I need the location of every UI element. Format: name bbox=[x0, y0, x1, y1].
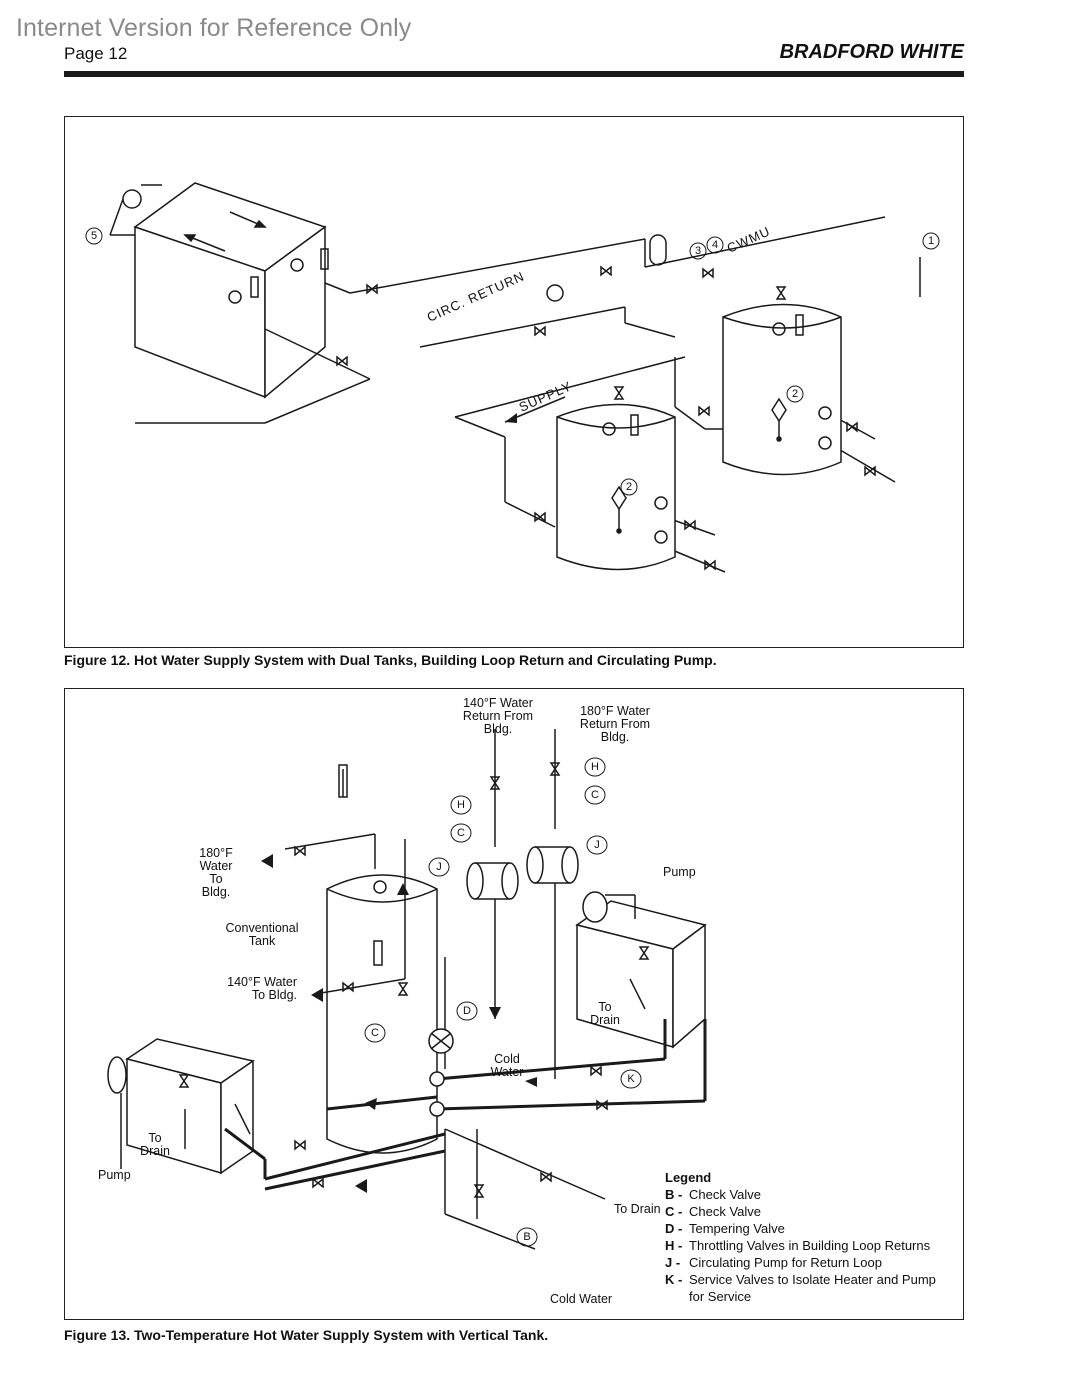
legend-title: Legend bbox=[665, 1170, 712, 1185]
callout-5: 5 bbox=[90, 230, 98, 242]
thin-piping bbox=[120, 729, 606, 1250]
legend-item: H -Throttling Valves in Building Loop Re… bbox=[665, 1238, 931, 1253]
legend-item: B -Check Valve bbox=[665, 1187, 762, 1202]
callout-J-left: J bbox=[436, 861, 442, 873]
callout-2-right: 2 bbox=[791, 388, 799, 400]
legend-block: Legend B -Check Valve C -Check Valve D -… bbox=[665, 1169, 936, 1305]
figure-12-diagram: CIRC. RETURN SUPPLY CWMU 5 3 4 1 2 2 bbox=[64, 116, 964, 648]
fig12-valves bbox=[336, 234, 876, 571]
letter-callouts bbox=[364, 757, 642, 1247]
callout-1: 1 bbox=[927, 235, 935, 247]
legend-continuation: for Service bbox=[689, 1289, 752, 1304]
brand-name: BRADFORD WHITE bbox=[779, 41, 964, 63]
fig12-piping bbox=[135, 216, 921, 573]
legend-item: J -Circulating Pump for Return Loop bbox=[665, 1255, 882, 1270]
fig13-valves bbox=[178, 762, 650, 1198]
watermark-text: Internet Version for Reference Only bbox=[16, 14, 412, 42]
legend-item: C -Check Valve bbox=[665, 1204, 762, 1219]
callout-4: 4 bbox=[711, 239, 719, 251]
callout-B: B bbox=[523, 1231, 531, 1243]
callout-H-left: H bbox=[457, 799, 465, 811]
callout-C-left: C bbox=[457, 827, 465, 839]
conventional-tank bbox=[326, 874, 438, 1154]
to-drain-left-label: To Drain bbox=[140, 1131, 170, 1158]
boiler-pump bbox=[109, 184, 162, 236]
pump-label-left: Pump bbox=[98, 1168, 131, 1182]
to-bldg-140-label: 140°F Water To Bldg. bbox=[227, 975, 297, 1002]
boiler-unit bbox=[133, 182, 329, 399]
return-140-label: 140°F Water Return From Bldg. bbox=[462, 696, 534, 736]
callout-J-right: J bbox=[594, 839, 600, 851]
callout-markers bbox=[85, 227, 940, 496]
callout-C-tank: C bbox=[371, 1027, 379, 1039]
callout-3: 3 bbox=[694, 245, 702, 257]
callout-K: K bbox=[627, 1073, 635, 1085]
figure-13-caption: Figure 13. Two-Temperature Hot Water Sup… bbox=[64, 1327, 549, 1343]
header-rule bbox=[64, 71, 964, 77]
cold-water-center-label: Cold Water bbox=[490, 1052, 524, 1079]
thick-piping bbox=[224, 1019, 707, 1191]
to-drain-inline-label: To Drain bbox=[614, 1202, 661, 1216]
to-bldg-180-label: 180°F Water To Bldg. bbox=[199, 846, 233, 899]
figure-12-drawing bbox=[85, 182, 940, 573]
legend-item: K -Service Valves to Isolate Heater and … bbox=[665, 1272, 936, 1287]
return-pumps bbox=[466, 846, 579, 900]
callout-2-left: 2 bbox=[625, 481, 633, 493]
callout-C-right: C bbox=[591, 789, 599, 801]
cold-water-bottom-label: Cold Water bbox=[550, 1292, 613, 1306]
water-tank-right bbox=[722, 303, 842, 476]
water-tank-left bbox=[556, 403, 676, 571]
flow-arrows bbox=[261, 854, 537, 1193]
conventional-tank-label: Conventional Tank bbox=[225, 921, 299, 948]
pump-label-right: Pump bbox=[663, 865, 696, 879]
to-drain-right-label: To Drain bbox=[590, 1000, 620, 1027]
figure-13-drawing bbox=[107, 729, 707, 1250]
page-number: Page 12 bbox=[64, 44, 128, 63]
right-boiler bbox=[575, 891, 707, 1049]
figure-12-caption: Figure 12. Hot Water Supply System with … bbox=[64, 652, 717, 668]
callout-H-right: H bbox=[591, 761, 599, 773]
figure-13-diagram: 140°F Water Return From Bldg. 180°F Wate… bbox=[64, 688, 964, 1320]
callout-D: D bbox=[463, 1005, 471, 1017]
left-boiler bbox=[107, 1038, 255, 1175]
return-180-label: 180°F Water Return From Bldg. bbox=[579, 704, 651, 744]
legend-item: D -Tempering Valve bbox=[665, 1221, 785, 1236]
